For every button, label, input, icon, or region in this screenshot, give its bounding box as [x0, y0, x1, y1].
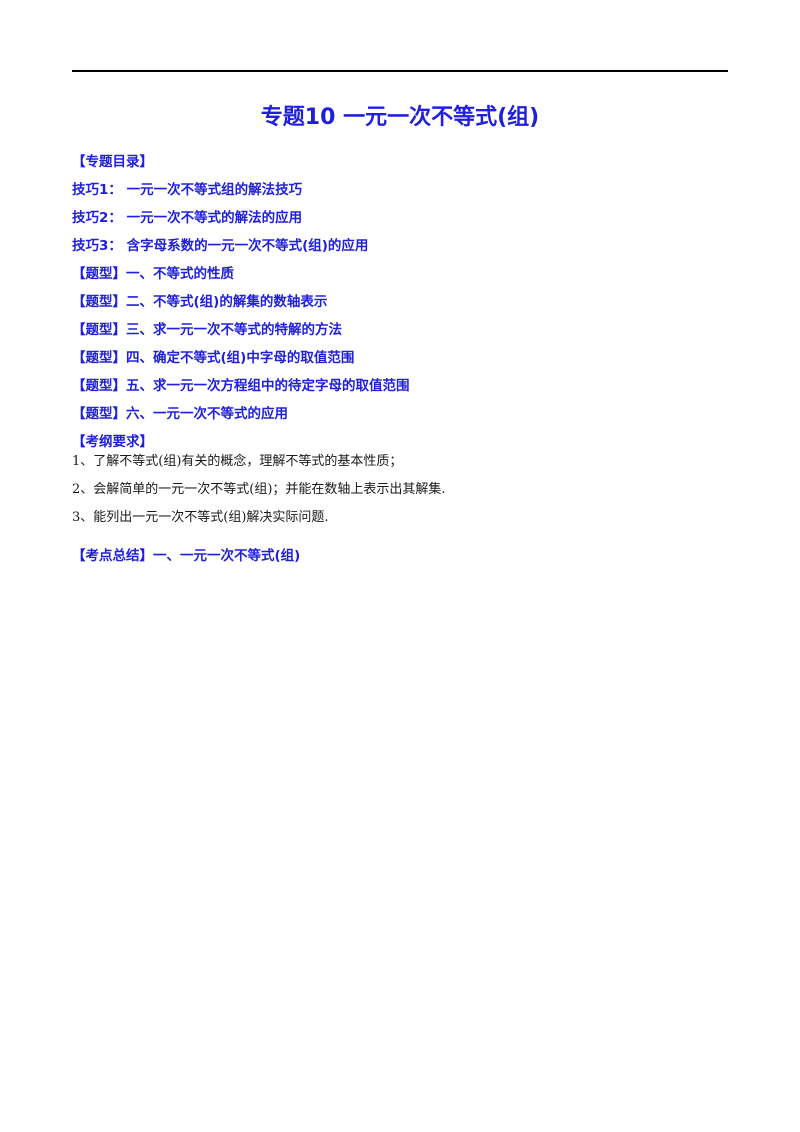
summary-heading: 【考点总结】一、一元一次不等式(组)	[72, 548, 301, 564]
header-rule	[72, 70, 728, 72]
toc-item: 技巧2： 一元一次不等式的解法的应用	[72, 210, 303, 226]
toc-item: 【题型】六、一元一次不等式的应用	[72, 406, 288, 422]
toc-item: 【题型】五、求一元一次方程组中的待定字母的取值范围	[72, 378, 410, 394]
toc-item: 【题型】三、求一元一次不等式的特解的方法	[72, 322, 342, 338]
toc-item: 【题型】一、不等式的性质	[72, 266, 234, 282]
toc-item: 【题型】四、确定不等式(组)中字母的取值范围	[72, 350, 355, 366]
table-of-contents: 【专题目录】 技巧1： 一元一次不等式组的解法技巧 技巧2： 一元一次不等式的解…	[72, 150, 728, 458]
requirement-item: 1、了解不等式(组)有关的概念，理解不等式的基本性质；	[72, 454, 403, 469]
toc-item: 【题型】二、不等式(组)的解集的数轴表示	[72, 294, 328, 310]
requirement-item: 2、会解简单的一元一次不等式(组)；并能在数轴上表示出其解集.	[72, 482, 446, 497]
page-title: 专题10 一元一次不等式(组)	[260, 105, 540, 130]
toc-heading: 【专题目录】	[72, 154, 153, 170]
requirements-list: 1、了解不等式(组)有关的概念，理解不等式的基本性质； 2、会解简单的一元一次不…	[72, 450, 728, 534]
requirement-item: 3、能列出一元一次不等式(组)解决实际问题.	[72, 510, 329, 525]
toc-item: 技巧3： 含字母系数的一元一次不等式(组)的应用	[72, 238, 369, 254]
requirements-heading: 【考纲要求】	[72, 434, 153, 450]
toc-item: 技巧1： 一元一次不等式组的解法技巧	[72, 182, 303, 198]
